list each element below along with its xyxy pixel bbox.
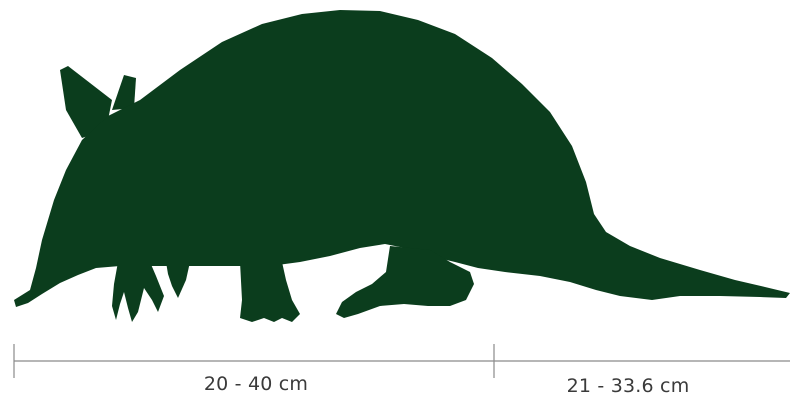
measurement-scale [14,344,790,378]
front-leg [112,262,164,322]
middle-front-leg [166,262,190,298]
tail-length-label: 21 - 33.6 cm [567,375,690,397]
body-length-label: 20 - 40 cm [204,373,308,395]
belly-leg [240,262,300,322]
armadillo-silhouette [14,10,790,322]
